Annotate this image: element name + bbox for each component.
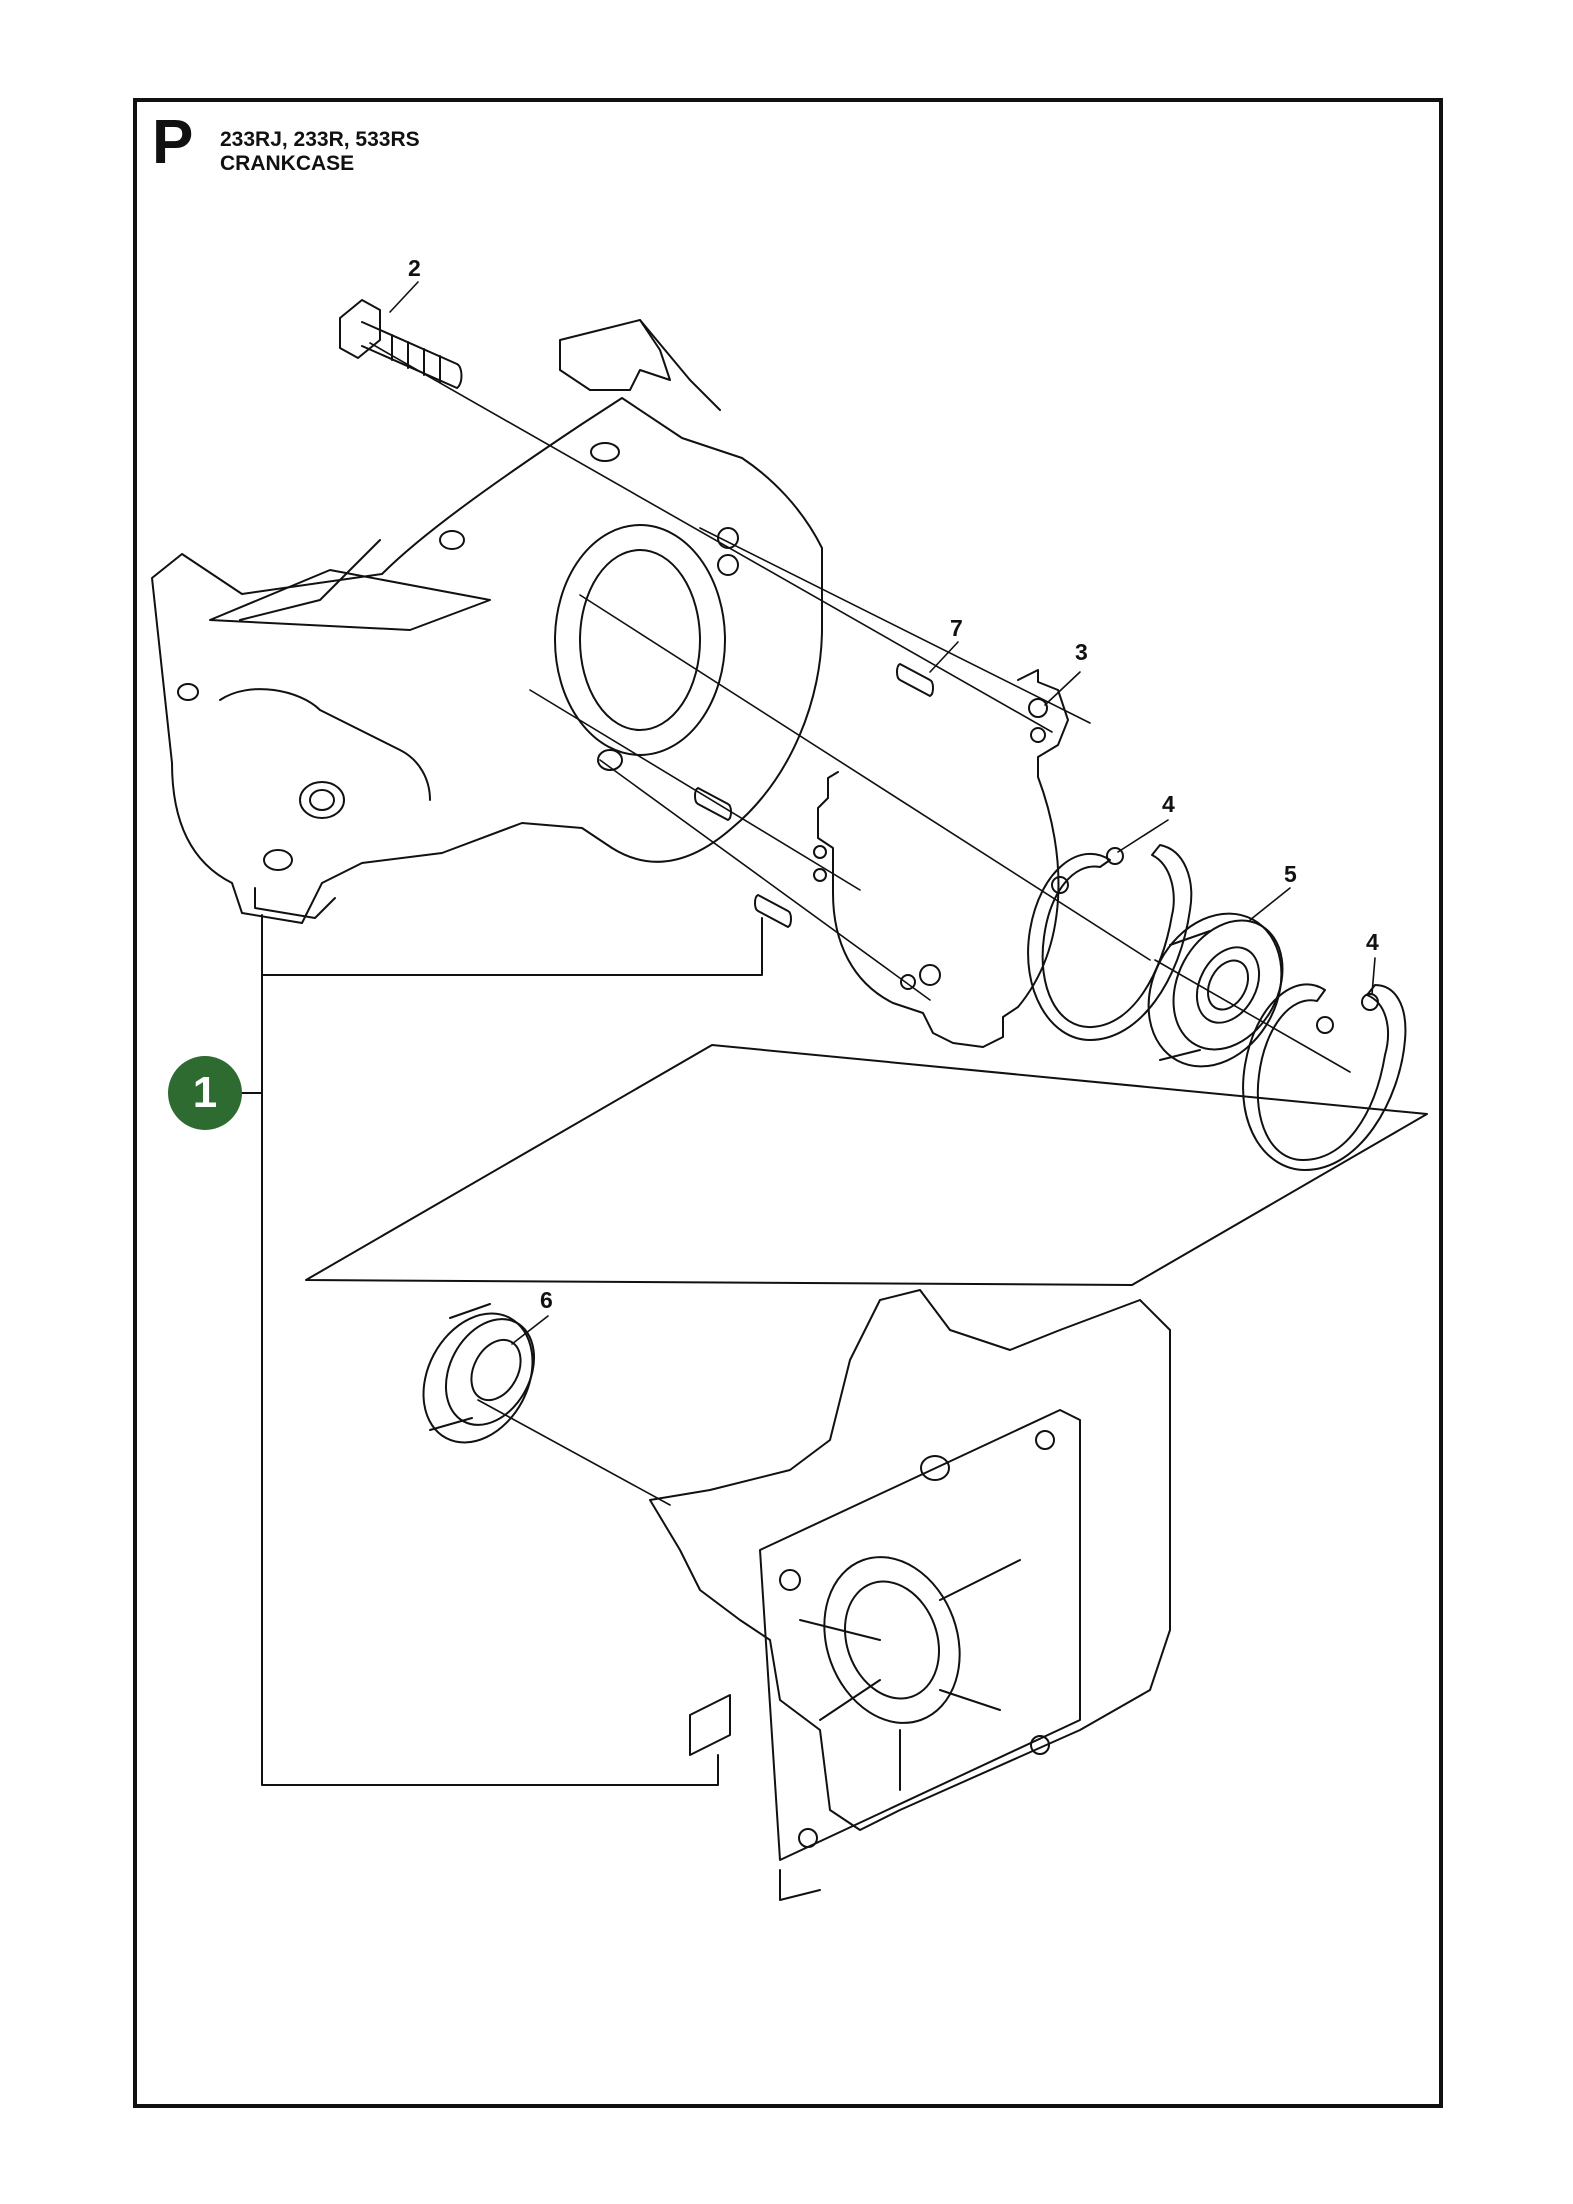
callout-5: 5 (1284, 861, 1297, 887)
assembly-bracket (241, 914, 763, 1786)
model-list: 233RJ, 233R, 533RS (220, 128, 420, 151)
screw-part (339, 299, 463, 389)
callout-4: 4 (1366, 929, 1379, 955)
seal-ring-part (422, 1303, 536, 1444)
callout-4: 4 (1162, 791, 1175, 817)
gasket-part (813, 669, 1069, 1048)
circlip-upper (1027, 844, 1193, 1041)
group-outline (305, 1044, 1428, 1286)
callout-7: 7 (950, 615, 963, 641)
callout-2: 2 (408, 255, 421, 281)
leader-lines (389, 281, 1376, 1345)
section-letter: P (152, 108, 194, 177)
title-block: 233RJ, 233R, 533RS CRANKCASE (220, 128, 420, 176)
callout-numbers: 2 7 3 4 5 4 6 (408, 255, 1379, 1313)
callout-6: 6 (540, 1287, 553, 1313)
circlip-lower (1242, 983, 1407, 1171)
ball-bearing-part (1147, 912, 1284, 1068)
page-title: CRANKCASE (220, 152, 355, 175)
center-lines (369, 342, 1351, 1506)
assembly-badge: 1 (168, 1056, 242, 1130)
diagram-frame (133, 98, 1443, 2108)
crankcase-upper-half (151, 319, 823, 924)
callout-3: 3 (1075, 639, 1088, 665)
crankcase-lower-half (649, 1289, 1171, 1901)
guide-pins (694, 663, 934, 928)
